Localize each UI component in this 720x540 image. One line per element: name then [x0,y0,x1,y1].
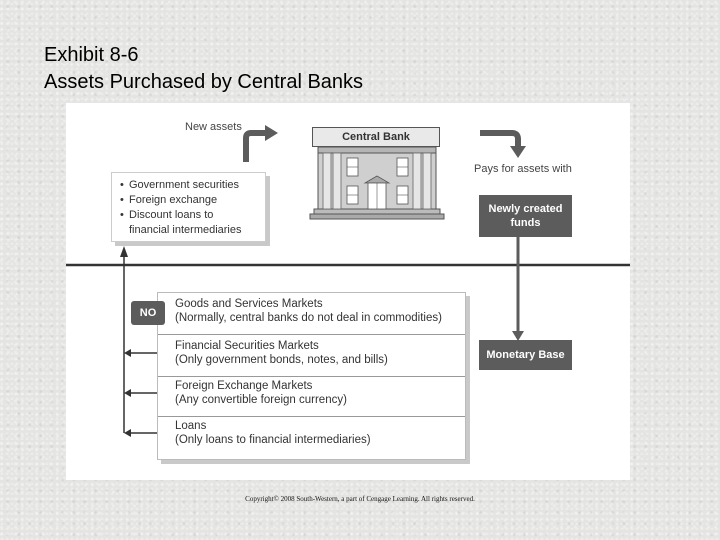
pays-for-assets-label: Pays for assets with [474,163,572,175]
copyright-notice: Copyright© 2008 South-Western, a part of… [245,495,475,503]
markets-stack: Goods and Services Markets (Normally, ce… [157,292,466,460]
monetary-base-box: Monetary Base [479,340,572,370]
market-arrowhead-loans [124,429,131,437]
market-note: (Any convertible foreign currency) [175,393,347,406]
market-note: (Only loans to financial intermediaries) [175,433,371,446]
slide-title: Exhibit 8-6 Assets Purchased by Central … [44,42,363,96]
no-badge: NO [131,301,165,325]
central-bank-building-icon [309,146,445,220]
new-assets-label: New assets [185,121,242,133]
newly-created-funds-box: Newly created funds [479,195,572,237]
assets-list-box: •Government securities •Foreign exchange… [111,172,266,242]
newly-created-funds-line1: Newly created [488,203,563,215]
asset-item-government-securities: •Government securities [120,179,240,191]
funds-to-base-arrowhead [512,331,524,341]
new-assets-arrow [243,130,266,162]
market-financial-securities: Financial Securities Markets (Only gover… [158,335,465,377]
market-goods-services: Goods and Services Markets (Normally, ce… [158,293,465,335]
market-name: Foreign Exchange Markets [175,380,313,392]
newly-created-funds-line2: funds [510,217,541,229]
asset-item-discount-loans: •Discount loans to [120,209,214,221]
asset-item-discount-loans-cont: financial intermediaries [129,224,242,236]
market-foreign-exchange: Foreign Exchange Markets (Any convertibl… [158,375,465,417]
market-arrowhead-fx [124,389,131,397]
pays-arrowhead [510,146,526,158]
assets-up-arrowhead [120,246,128,257]
title-heading: Assets Purchased by Central Banks [44,71,364,93]
market-name: Goods and Services Markets [175,298,323,310]
market-name: Loans [175,420,207,432]
title-exhibit-number: Exhibit 8-6 [44,44,139,66]
market-loans: Loans (Only loans to financial intermedi… [158,415,465,457]
asset-item-foreign-exchange: •Foreign exchange [120,194,218,206]
market-name: Financial Securities Markets [175,340,319,352]
market-note: (Normally, central banks do not deal in … [175,311,442,324]
market-arrowhead-securities [124,349,131,357]
central-bank-sign: Central Bank [312,127,440,147]
pays-arrow [480,130,521,147]
new-assets-arrowhead [265,125,278,141]
market-note: (Only government bonds, notes, and bills… [175,353,388,366]
